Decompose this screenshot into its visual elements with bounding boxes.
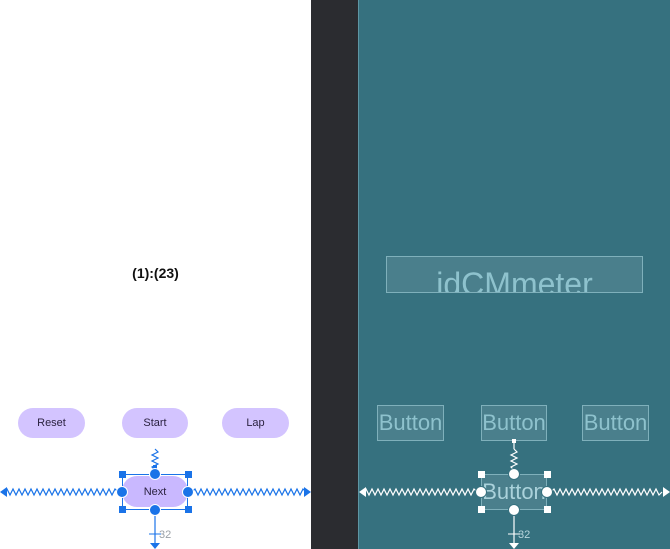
top-constraint-anchor — [153, 465, 157, 469]
right-constraint-spring — [191, 487, 307, 497]
bp-left-constraint-arrow — [359, 487, 366, 497]
pane-divider — [311, 0, 358, 549]
design-constraints-layer — [0, 448, 311, 549]
resize-handle-top-right[interactable] — [185, 471, 192, 478]
blueprint-text-view[interactable]: idCMmeter — [386, 256, 643, 293]
left-constraint-spring — [3, 487, 119, 497]
resize-handle-top-left[interactable] — [119, 471, 126, 478]
bp-top-constraint-anchor — [512, 439, 516, 443]
bp-left-constraint-spring — [362, 487, 478, 497]
bp-bottom-constraint-arrow — [509, 543, 519, 549]
next-button[interactable]: Next — [122, 476, 188, 507]
bp-right-constraint-spring — [550, 487, 663, 497]
blueprint-surface[interactable]: idCMmeter Button Button Button Button 32 — [358, 0, 670, 549]
blueprint-button-start[interactable]: Button — [481, 405, 547, 441]
reset-button[interactable]: Reset — [18, 408, 85, 438]
bp-constraint-handle-bottom[interactable] — [508, 504, 520, 516]
blueprint-button-reset[interactable]: Button — [377, 405, 444, 441]
blueprint-button-lap[interactable]: Button — [582, 405, 649, 441]
left-constraint-arrow — [0, 487, 7, 497]
bp-constraint-handle-right[interactable] — [541, 486, 553, 498]
bottom-constraint-arrow — [150, 543, 160, 549]
bp-bottom-margin-label: 32 — [518, 529, 531, 541]
bp-constraint-handle-left[interactable] — [475, 486, 487, 498]
bp-resize-handle-bottom-left[interactable] — [478, 506, 485, 513]
bottom-margin-label: 32 — [159, 529, 172, 541]
blueprint-constraints-layer — [359, 439, 670, 549]
bp-resize-handle-top-right[interactable] — [544, 471, 551, 478]
bp-resize-handle-top-left[interactable] — [478, 471, 485, 478]
bp-resize-handle-bottom-right[interactable] — [544, 506, 551, 513]
constraint-handle-bottom[interactable] — [149, 504, 161, 516]
start-button[interactable]: Start — [122, 408, 188, 438]
resize-handle-bottom-right[interactable] — [185, 506, 192, 513]
lap-button[interactable]: Lap — [222, 408, 289, 438]
constraint-handle-right[interactable] — [182, 486, 194, 498]
resize-handle-bottom-left[interactable] — [119, 506, 126, 513]
constraint-handle-top[interactable] — [149, 468, 161, 480]
bp-constraint-handle-top[interactable] — [508, 468, 520, 480]
constraint-handle-left[interactable] — [116, 486, 128, 498]
bp-right-constraint-arrow — [663, 487, 670, 497]
design-surface[interactable]: (1):(23) Reset Start Lap Next 32 — [0, 0, 311, 549]
chronometer-text[interactable]: (1):(23) — [132, 265, 179, 281]
bp-top-constraint-spring — [509, 448, 519, 471]
right-constraint-arrow — [304, 487, 311, 497]
